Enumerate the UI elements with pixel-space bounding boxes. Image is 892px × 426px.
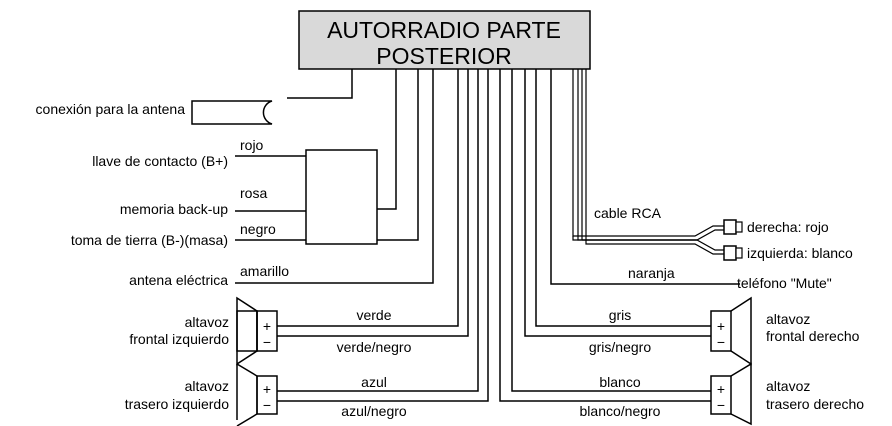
- right-speaker-wires: [499, 69, 711, 402]
- label-speaker-fl-2: frontal izquierdo: [129, 331, 229, 347]
- speaker-rear-left: + −: [236, 363, 278, 426]
- wire-label-rosa: rosa: [240, 185, 267, 201]
- speaker-plus-rl: +: [263, 381, 271, 397]
- label-speaker-rr-2: trasero derecho: [766, 396, 864, 412]
- label-speaker-rl-1: altavoz: [185, 378, 229, 394]
- label-mute: teléfono "Mute": [737, 275, 832, 291]
- speaker-minus-fl: −: [263, 334, 271, 350]
- wire-label-naranja: naranja: [628, 265, 675, 281]
- wire-label-verde-negro: verde/negro: [337, 339, 412, 355]
- wire-label-amarillo: amarillo: [240, 263, 289, 279]
- speaker-plus-rr: +: [717, 381, 725, 397]
- wire-label-azul: azul: [361, 374, 387, 390]
- speaker-front-right: + −: [710, 296, 752, 366]
- rca-plug-left: [723, 245, 743, 261]
- relay-box: [305, 149, 378, 245]
- rca-plug-right: [723, 219, 743, 235]
- label-memory: memoria back-up: [120, 201, 228, 217]
- wire-label-negro: negro: [240, 221, 276, 237]
- speaker-rear-right: + −: [710, 362, 752, 426]
- speaker-minus-rl: −: [263, 397, 271, 413]
- label-speaker-fr-2: frontal derecho: [766, 328, 860, 344]
- label-ignition: llave de contacto (B+): [92, 153, 228, 169]
- wire-label-azul-negro: azul/negro: [341, 403, 407, 419]
- left-speaker-wires: [277, 69, 489, 402]
- label-power-antenna: antena eléctrica: [129, 272, 228, 288]
- label-speaker-fr-1: altavoz: [766, 311, 810, 327]
- speaker-plus-fl: +: [263, 318, 271, 334]
- wire-label-gris-negro: gris/negro: [589, 339, 651, 355]
- header-line-2: POSTERIOR: [376, 43, 511, 69]
- mute-wire: [550, 69, 740, 285]
- label-speaker-fl-1: altavoz: [185, 314, 229, 330]
- label-rca-right: derecha: rojo: [747, 219, 829, 235]
- head-unit: AUTORRADIO PARTE POSTERIOR: [298, 10, 591, 70]
- speaker-plus-fr: +: [717, 318, 725, 334]
- wire-label-verde: verde: [356, 307, 391, 323]
- label-ground: toma de tierra (B-)(masa): [71, 232, 228, 248]
- label-antenna: conexión para la antena: [36, 101, 186, 117]
- speaker-front-left: + −: [236, 296, 278, 366]
- wire-label-blanco: blanco: [599, 374, 640, 390]
- left-power-wires: [235, 69, 434, 284]
- speaker-minus-fr: −: [717, 334, 725, 350]
- label-rca-left: izquierda: blanco: [747, 245, 853, 261]
- wire-label-blanco-negro: blanco/negro: [580, 403, 661, 419]
- antenna-connector: [191, 69, 353, 125]
- wire-label-gris: gris: [609, 307, 632, 323]
- label-speaker-rr-1: altavoz: [766, 378, 810, 394]
- wire-label-rojo: rojo: [240, 137, 264, 153]
- rca-cable: [572, 69, 724, 255]
- speaker-minus-rr: −: [717, 397, 725, 413]
- label-cable-rca: cable RCA: [594, 205, 662, 221]
- header-line-1: AUTORRADIO PARTE: [327, 17, 561, 43]
- label-speaker-rl-2: trasero izquierdo: [125, 396, 229, 412]
